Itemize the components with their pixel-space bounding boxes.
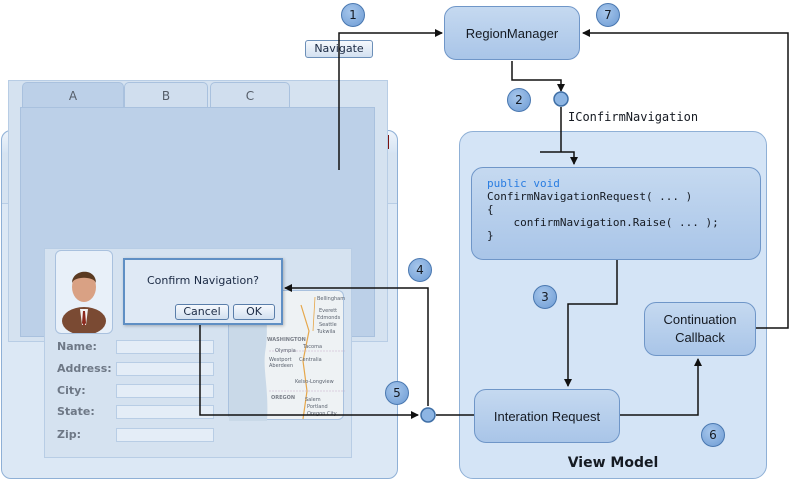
arrow-code-to-interation-request [564, 260, 618, 387]
map-city-label: Tacoma [303, 344, 323, 350]
map-city-label: Bellingham [317, 296, 346, 302]
step-badge-5: 5 [385, 381, 409, 405]
code-line: ConfirmNavigationRequest( ... ) [487, 190, 693, 203]
step-badge-4: 4 [408, 258, 432, 282]
map-city-label: Kelso-Longview [295, 379, 334, 385]
map-city-label: Portland [307, 404, 328, 410]
form-label-zip: Zip: [57, 428, 82, 441]
arrow-dialog-to-connector [199, 325, 419, 419]
step-badge-7: 7 [596, 3, 620, 27]
name-field[interactable] [116, 340, 214, 354]
form-label-name: Name: [57, 340, 97, 353]
city-field[interactable] [116, 384, 214, 398]
form-label-state: State: [57, 405, 95, 418]
map-city-label: Everett [319, 308, 338, 314]
region-manager-node: RegionManager [444, 6, 580, 60]
arrow-interface-to-code [540, 107, 578, 165]
arrow-callback-to-region-manager [582, 29, 789, 329]
arrow-request-to-dialog [284, 284, 429, 406]
avatar [55, 250, 113, 335]
arrow-request-to-callback [620, 358, 702, 416]
map-city-label: Westport [269, 357, 292, 363]
interaction-connector [420, 407, 436, 423]
map-city-label: Oregon City [307, 411, 337, 417]
map-city-label: Edmonds [317, 315, 341, 321]
map-city-label: Aberdeen [269, 363, 294, 369]
map-city-label: Salem [305, 397, 321, 403]
arrow-navigate-to-region-manager [338, 29, 443, 170]
code-line: } [487, 229, 494, 242]
step-badge-2: 2 [507, 88, 531, 112]
person-icon [62, 271, 106, 335]
map-city-label: Centralia [299, 357, 322, 363]
map-state-label: OREGON [271, 395, 296, 401]
tab-c[interactable]: C [210, 82, 290, 108]
map-state-label: WASHINGTON [267, 337, 306, 343]
map-city-label: Seattle [319, 322, 337, 328]
code-line: { [487, 203, 494, 216]
continuation-callback-node: Continuation Callback [644, 302, 756, 356]
address-field[interactable] [116, 362, 214, 376]
arrow-region-manager-to-interface [511, 61, 565, 92]
callback-label-line: Callback [675, 330, 725, 345]
state-field[interactable] [116, 405, 214, 419]
zip-field[interactable] [116, 428, 214, 442]
interface-connector [553, 91, 569, 107]
interface-label: IConfirmNavigation [568, 110, 699, 124]
map-city-label: Tukwila [317, 329, 336, 335]
cancel-button[interactable]: Cancel [175, 304, 229, 320]
view-model-title: View Model [567, 455, 659, 471]
map-city-label: Olympia [275, 348, 296, 354]
tab-b[interactable]: B [124, 82, 208, 108]
callback-label-line: Continuation [663, 312, 737, 327]
ok-button[interactable]: OK [233, 304, 275, 320]
step-badge-6: 6 [701, 423, 725, 447]
step-badge-3: 3 [533, 285, 557, 309]
step-badge-1: 1 [341, 3, 365, 27]
confirm-navigation-request-code: public void ConfirmNavigationRequest( ..… [471, 167, 761, 260]
confirm-navigation-dialog: Confirm Navigation? Cancel OK [123, 258, 283, 325]
code-line: public void [487, 177, 560, 190]
form-label-address: Address: [57, 362, 112, 375]
interation-request-node: Interation Request [474, 389, 620, 443]
form-label-city: City: [57, 384, 86, 397]
tab-a[interactable]: A [22, 82, 124, 108]
code-line: confirmNavigation.Raise( ... ); [487, 216, 719, 229]
dialog-title: Confirm Navigation? [146, 274, 260, 287]
